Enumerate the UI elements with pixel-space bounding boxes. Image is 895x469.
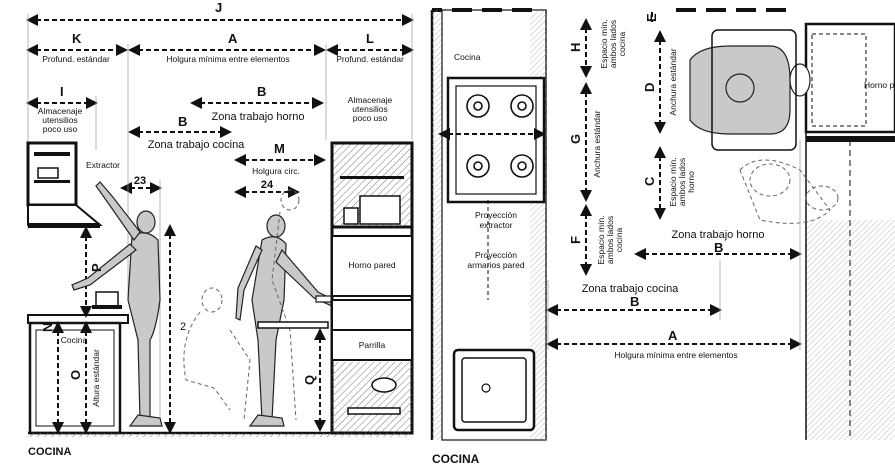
horno-pared-label: Horno pared — [348, 260, 396, 270]
almac-left-2: utensilios — [42, 115, 77, 125]
proy-extractor-1: Proyección — [475, 210, 517, 220]
dim-q-label: Q — [302, 375, 317, 385]
espacio-h-2: ambos lados — [608, 20, 618, 68]
dim-2-label: 2 — [180, 321, 186, 333]
right-plan-panel — [430, 8, 895, 441]
human-figure-reaching — [71, 181, 163, 427]
espacio-h-3: cocina — [617, 31, 627, 56]
dim-f-label: F — [568, 236, 583, 244]
dim-d-label: D — [642, 83, 657, 92]
dim-c-label: C — [642, 176, 657, 186]
almac-left-1: Almacenaje — [38, 106, 83, 116]
human-figure-plan — [689, 45, 811, 135]
dim-a-plan-label: A — [668, 328, 678, 343]
proy-armarios-2: armarios pared — [467, 260, 524, 270]
almac-left-3: poco uso — [43, 124, 78, 134]
dim-24-label: 24 — [261, 179, 274, 191]
left-labels: J K A L Profund. estándar Holgura mínima… — [38, 0, 404, 407]
dim-i-label: I — [60, 84, 64, 99]
profund-left-label: Profund. estándar — [42, 54, 110, 64]
espacio-c-2: ambos lados — [677, 158, 687, 206]
dim-n-label: N — [40, 323, 55, 332]
dim-m-label: M — [274, 141, 285, 156]
altura-estandar-label: Altura estándar — [91, 349, 101, 407]
dim-e-label: E — [644, 13, 659, 22]
zona-cocina-label: Zona trabajo cocina — [148, 139, 245, 151]
parrilla-label: Parrilla — [359, 340, 386, 350]
dim-l-label: L — [366, 31, 374, 46]
dim-k-label: K — [72, 31, 82, 46]
holgura-label: Holgura mínima entre elementos — [166, 54, 289, 64]
proy-armarios-1: Proyección — [475, 250, 517, 260]
left-elevation-panel — [26, 14, 414, 437]
cocina-label: Cocina — [61, 335, 88, 345]
dim-p-label: P — [89, 263, 104, 272]
anchura-d-label: Anchura estándar — [668, 48, 678, 115]
almac-right-2: utensilios — [352, 104, 387, 114]
espacio-c-3: horno — [686, 171, 696, 193]
proy-extractor-2: extractor — [479, 220, 512, 230]
holgura-plan-label: Holgura mínima entre elementos — [614, 350, 737, 360]
espacio-c-1: Espacio mín. — [668, 157, 678, 206]
zona-horno-label: Zona trabajo horno — [212, 111, 305, 123]
zona-cocina-plan-label: Zona trabajo cocina — [582, 283, 679, 295]
dim-b-cocina-plan-label: B — [630, 294, 639, 309]
dim-a-label: A — [228, 31, 238, 46]
right-caption: COCINA — [432, 452, 480, 466]
zona-horno-plan-label: Zona trabajo horno — [672, 229, 765, 241]
anchura-g-label: Anchura estándar — [592, 110, 602, 177]
espacio-f-2: ambos lados — [605, 216, 615, 264]
dim-b-horno-label: B — [257, 84, 266, 99]
espacio-h-1: Espacio mín. — [599, 19, 609, 68]
almac-right-1: Almacenaje — [348, 95, 393, 105]
almac-right-3: poco uso — [353, 113, 388, 123]
dim-j-label: J — [215, 0, 222, 15]
holgura-circ-label: Holgura circ. — [252, 166, 300, 176]
espacio-f-3: cocina — [614, 227, 624, 252]
right-labels: Cocina H Espacio mín. ambos lados cocina… — [454, 13, 895, 360]
extractor-label: Extractor — [86, 160, 120, 170]
cocina-plan-label: Cocina — [454, 52, 481, 62]
left-caption: COCINA — [28, 446, 72, 458]
dim-23-label: 23 — [134, 175, 146, 187]
profund-right-label: Profund. estándar — [336, 54, 404, 64]
dim-g-label: G — [568, 134, 583, 144]
dim-h-label: H — [568, 43, 583, 52]
horno-pared-plan-label: Horno pared — [864, 80, 895, 90]
dim-o-label: O — [68, 370, 83, 380]
dim-b-horno-plan-label: B — [714, 240, 723, 255]
espacio-f-1: Espacio mín. — [596, 215, 606, 264]
dim-b-cocina-label: B — [178, 114, 187, 129]
